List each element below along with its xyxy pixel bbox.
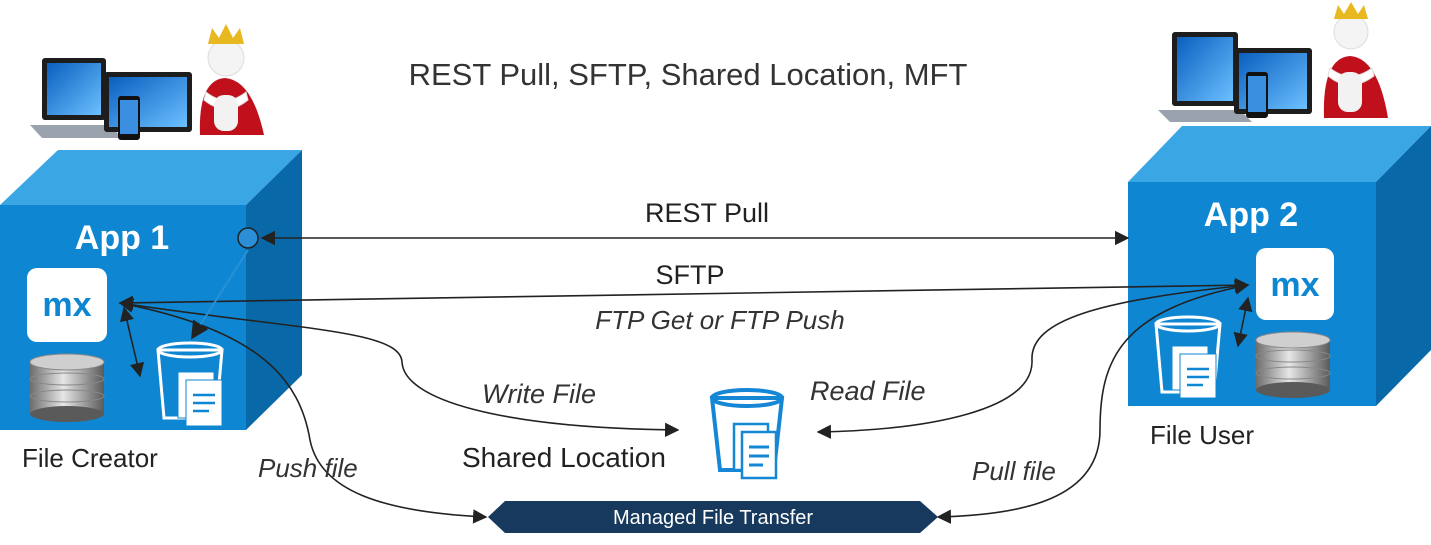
laptop-devices-icon: [1158, 32, 1312, 122]
pull-file-label: Pull file: [972, 456, 1056, 486]
pull-file-arrow: [936, 280, 1250, 524]
app2-name: App 2: [1204, 196, 1298, 234]
mx-logo-icon: mx: [1256, 248, 1334, 320]
app1-logo: mx: [42, 286, 91, 324]
app2-mx-bucket-arrow: [1233, 296, 1253, 348]
app1-endpoint-bucket-arrow: [191, 249, 249, 340]
database-icon: [1255, 331, 1331, 398]
app2-role: File User: [1150, 420, 1254, 450]
app1-name: App 1: [75, 219, 169, 257]
app2-logo: mx: [1270, 266, 1319, 304]
app1-role: File Creator: [22, 443, 158, 473]
rest-pull-label: REST Pull: [645, 198, 769, 228]
connectors: [118, 230, 1253, 524]
mft-banner: Managed File Transfer: [488, 501, 938, 533]
mx-logo-icon: mx: [27, 268, 107, 342]
write-file-label: Write File: [482, 379, 596, 409]
database-icon: [29, 353, 105, 422]
app1-endpoint: [237, 227, 259, 249]
read-file-label: Read File: [810, 376, 926, 406]
sftp-label: SFTP: [655, 260, 724, 290]
ftp-note-label: FTP Get or FTP Push: [595, 305, 844, 335]
push-file-label: Push file: [258, 453, 358, 483]
king-figure-icon: [199, 24, 264, 135]
push-file-arrow: [118, 298, 488, 524]
shared-location-bucket-icon: [709, 388, 785, 480]
app1-mx-db-arrow: [119, 306, 145, 378]
laptop-devices-icon: [30, 58, 192, 140]
diagram-title: REST Pull, SFTP, Shared Location, MFT: [409, 57, 968, 92]
mft-label: Managed File Transfer: [613, 507, 813, 529]
shared-location-label: Shared Location: [462, 442, 666, 473]
king-figure-icon: [1323, 2, 1388, 118]
